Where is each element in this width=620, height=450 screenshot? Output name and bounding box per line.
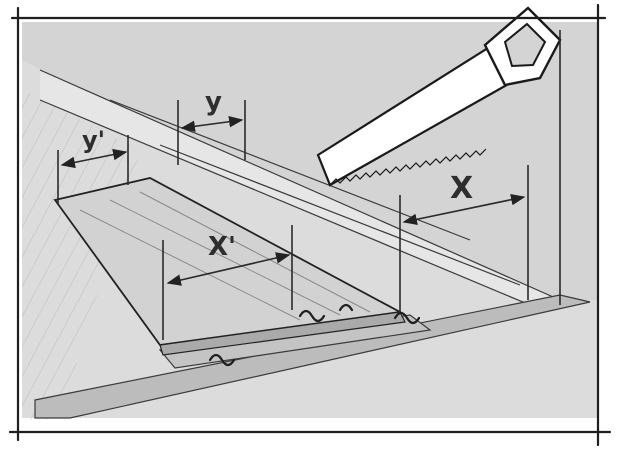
groove-profile bbox=[208, 353, 236, 367]
baseboard-line bbox=[39, 99, 531, 306]
groove-profile bbox=[298, 309, 326, 323]
wall-floor-edge bbox=[39, 69, 561, 301]
groove-profile bbox=[338, 303, 354, 312]
dimension-x-prime bbox=[166, 252, 291, 286]
label-x-prime: X' bbox=[208, 232, 236, 262]
label-y: y bbox=[205, 87, 222, 117]
saw-icon bbox=[316, 6, 562, 187]
plank-front-edge bbox=[159, 311, 406, 356]
installed-plank-row bbox=[34, 294, 591, 419]
label-y-prime: y' bbox=[82, 126, 105, 154]
wall-guide-line bbox=[159, 144, 521, 286]
floor-hatching bbox=[22, 90, 140, 420]
groove-profile bbox=[393, 311, 421, 325]
dimension-y bbox=[180, 116, 244, 132]
dimension-y-prime bbox=[60, 148, 128, 169]
label-x: X bbox=[450, 171, 473, 206]
dimension-x bbox=[402, 194, 526, 225]
